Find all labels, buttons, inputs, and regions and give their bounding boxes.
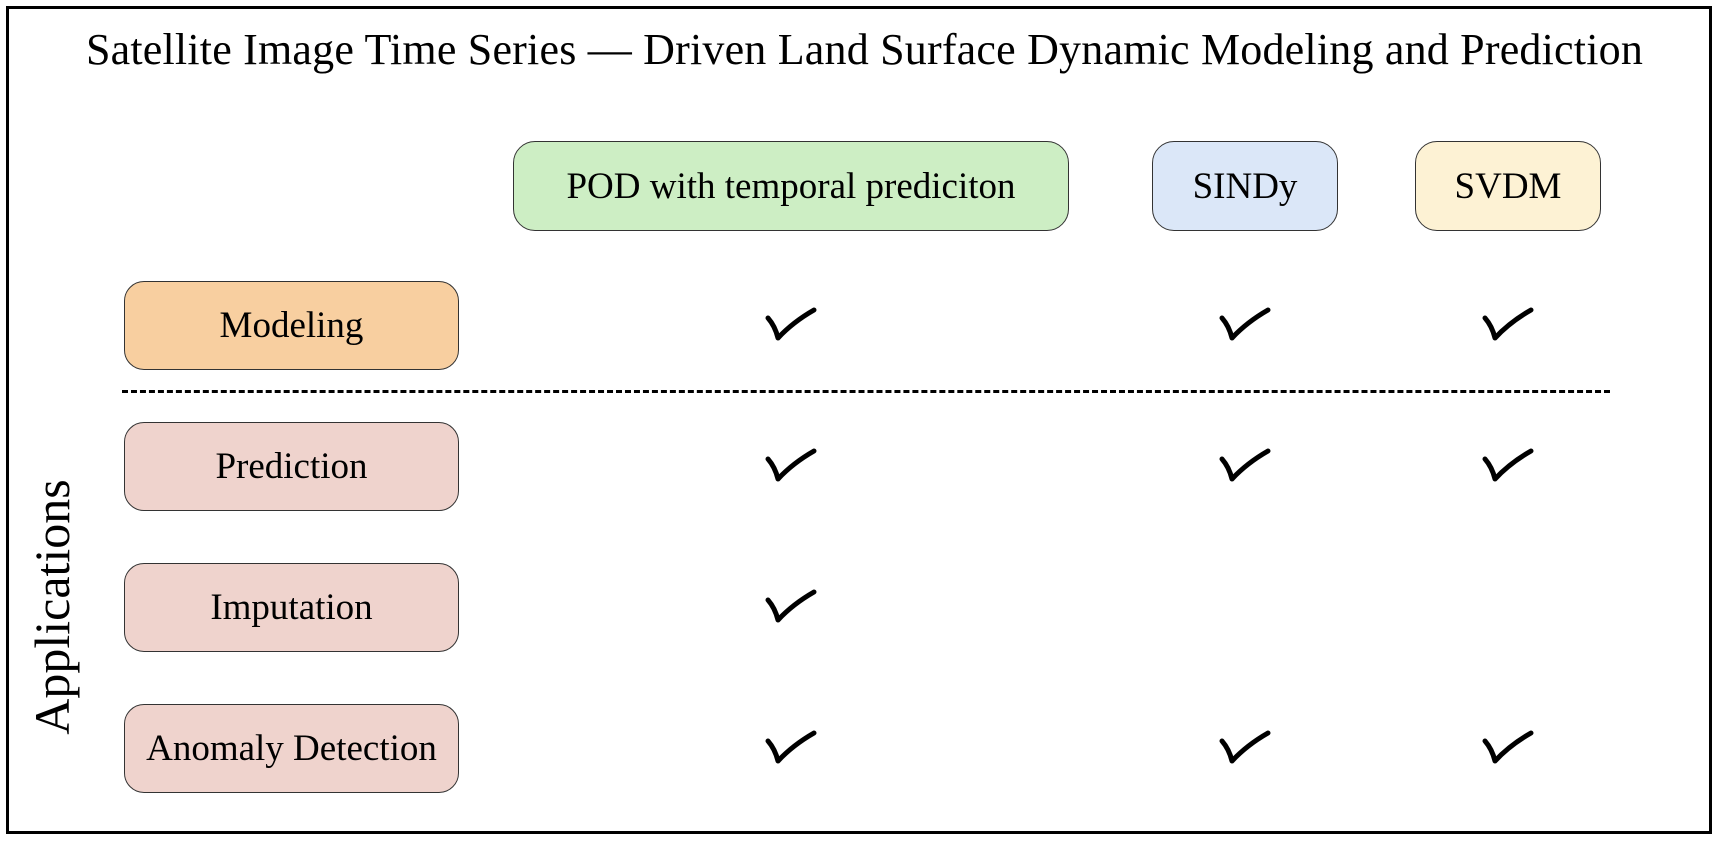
row-box-anomaly-detection: Anomaly Detection bbox=[124, 704, 459, 793]
applications-label: Applications bbox=[24, 479, 80, 735]
diagram-frame bbox=[6, 6, 1712, 834]
row-box-prediction: Prediction bbox=[124, 422, 459, 511]
row-box-modeling: Modeling bbox=[124, 281, 459, 370]
diagram-title: Satellite Image Time Series — Driven Lan… bbox=[85, 25, 1644, 74]
section-divider bbox=[122, 390, 1610, 393]
method-box-pod: POD with temporal prediciton bbox=[513, 141, 1069, 231]
method-box-svdm: SVDM bbox=[1415, 141, 1601, 231]
method-box-sindy: SINDy bbox=[1152, 141, 1338, 231]
row-box-imputation: Imputation bbox=[124, 563, 459, 652]
